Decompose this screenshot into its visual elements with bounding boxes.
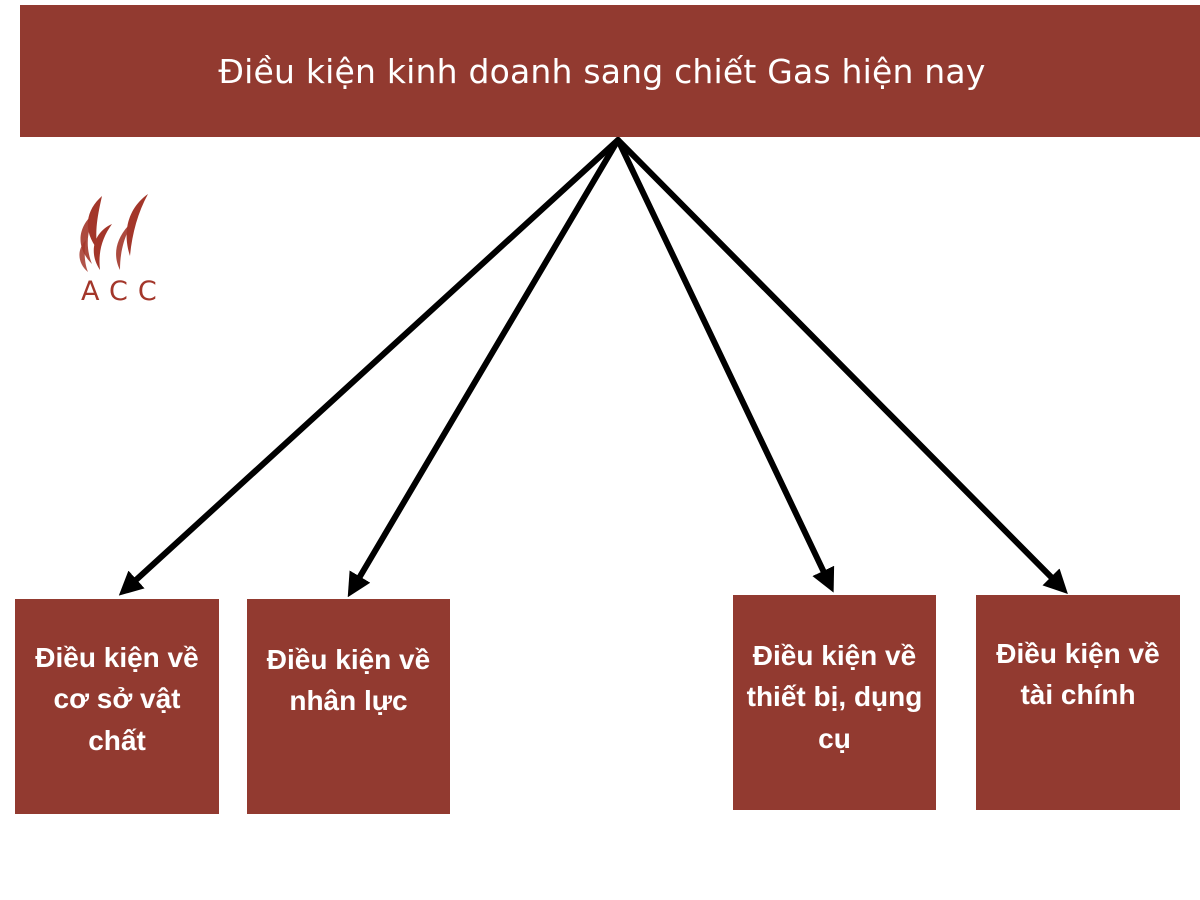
arrow-group bbox=[118, 137, 1068, 598]
arrow-to-finance bbox=[615, 137, 1068, 594]
branch-box-facilities: Điều kiện về cơ sở vật chất bbox=[15, 599, 219, 814]
branch-box-finance: Điều kiện về tài chính bbox=[976, 595, 1180, 810]
logo-text: ACC bbox=[81, 276, 167, 307]
branch-label: Điều kiện về nhân lực bbox=[266, 644, 431, 717]
diagram-title-bar: Điều kiện kinh doanh sang chiết Gas hiện… bbox=[20, 5, 1200, 137]
branch-box-equipment: Điều kiện về thiết bị, dụng cụ bbox=[733, 595, 936, 810]
arrow-to-facilities bbox=[118, 137, 621, 596]
branch-label: Điều kiện về thiết bị, dụng cụ bbox=[746, 640, 923, 754]
branch-box-personnel: Điều kiện về nhân lực bbox=[247, 599, 450, 814]
flame-leaves-icon bbox=[79, 194, 148, 272]
branch-label: Điều kiện về cơ sở vật chất bbox=[35, 642, 199, 756]
acc-logo: ACC bbox=[72, 190, 167, 314]
arrow-to-equipment bbox=[615, 137, 835, 593]
diagram-title: Điều kiện kinh doanh sang chiết Gas hiện… bbox=[218, 51, 986, 91]
arrow-to-personnel bbox=[347, 137, 621, 598]
branch-label: Điều kiện về tài chính bbox=[996, 638, 1160, 711]
